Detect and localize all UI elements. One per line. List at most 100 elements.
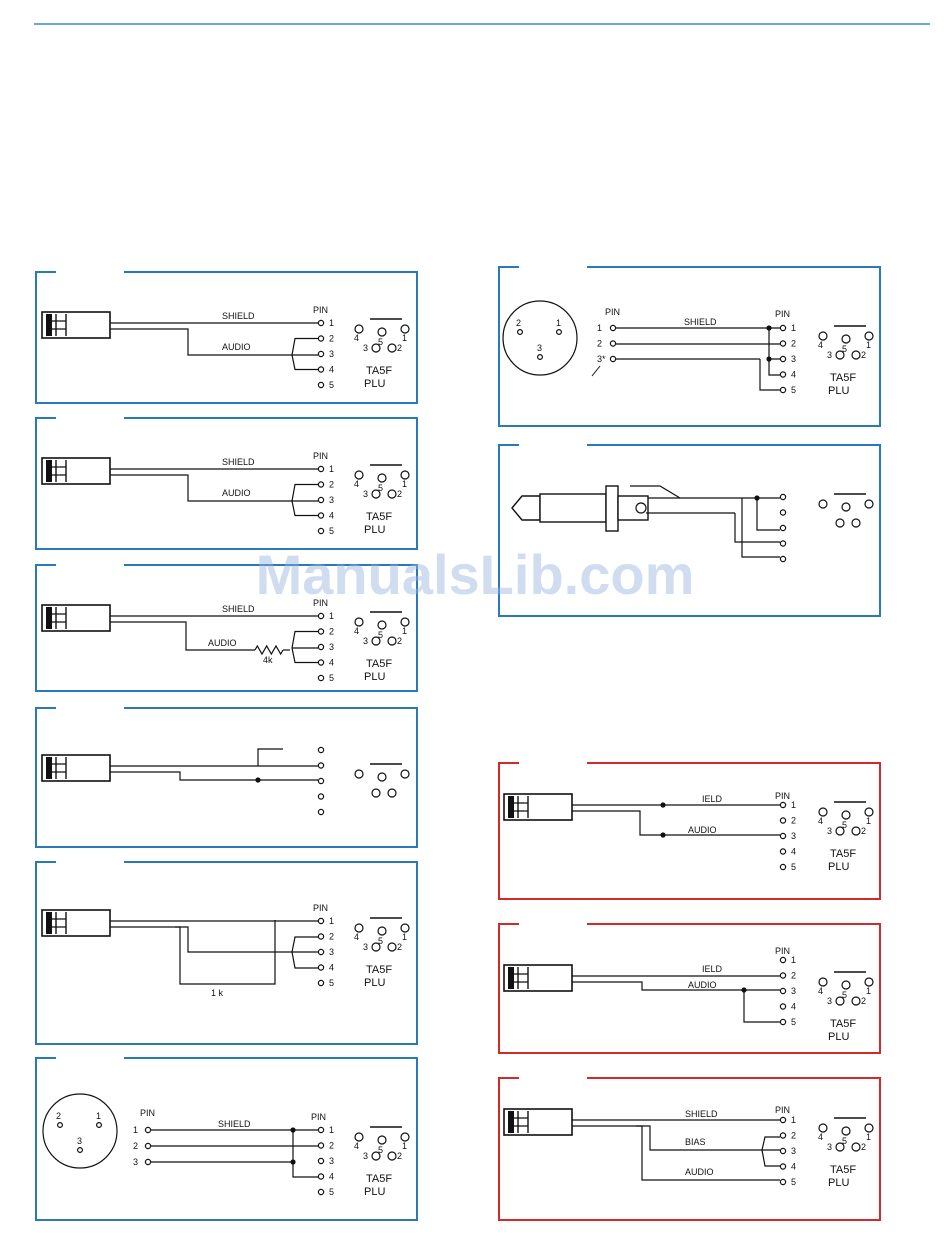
shield-label: SHIELD [222,604,255,614]
socket-pin-2 [387,489,397,499]
plu-label: PLU [364,671,385,683]
plu-label: PLU [364,977,385,989]
pin-header: PIN [775,309,790,319]
pin-number: 4 [791,847,796,857]
junction-dot [290,1127,296,1133]
pin-number: 1 [597,323,602,333]
ta5f-label: TA5F [830,848,856,860]
panel-frame [35,1057,418,1221]
shield-label: SHIELD [218,1119,251,1129]
source-pin-1 [609,324,617,332]
pin-header: PIN [313,903,328,913]
resistor-label: 4k [263,655,273,665]
ta5f-label: TA5F [366,964,392,976]
pin-number: 4 [329,511,334,521]
socket-pin-1 [400,769,410,779]
pin-3 [779,987,787,995]
socket-pin-number: 2 [397,636,402,646]
pin-number: 1 [791,323,796,333]
audio-label: AUDIO [222,488,251,498]
pin-number: 2 [791,971,796,981]
xlr-pin-2 [516,329,523,336]
pin-number: 2 [133,1141,138,1151]
socket-pin-3 [371,1151,381,1161]
panel-frame [498,762,881,900]
wire [768,359,780,376]
pin-5 [779,863,787,871]
socket-pin-3 [835,1142,845,1152]
socket-pin-3 [371,942,381,952]
pin-5 [317,808,325,816]
socket-pin-number: 1 [402,333,407,343]
socket-pin-5 [377,926,387,936]
bridge-wire [291,337,318,356]
pin-number: 2 [791,339,796,349]
pin-2 [779,817,787,824]
socket-pin-number: 4 [818,340,823,350]
pin-1 [779,801,787,809]
source-pin-1 [144,1126,152,1134]
pin-2 [317,1142,325,1149]
audio-label: AUDIO [222,342,251,352]
socket-pin-4 [354,324,364,334]
pin-number: 5 [791,385,796,395]
jack-switch [630,485,681,499]
plug-grip [46,607,52,629]
bridge-wire [291,483,318,502]
socket-pin-3 [835,996,845,1006]
socket-pin-number: 3 [827,1142,832,1152]
audio-wire [175,328,292,356]
pin-5 [317,979,325,987]
jack-nut [605,485,619,532]
socket-pin-number: 5 [842,820,847,830]
pin-number: 3 [329,495,334,505]
pin-2 [779,340,787,347]
shield-label: IELD [702,964,723,974]
pin-2 [779,509,787,516]
pin-number: 3 [791,831,796,841]
bridge-wire [761,1149,780,1167]
socket-pin-number: 5 [378,483,383,493]
pin-4 [779,848,787,855]
pin-2 [779,972,787,979]
pin-header: PIN [775,1105,790,1115]
socket-pin-3 [835,826,845,836]
pin-number: 2 [329,480,334,490]
xlr-pin-number: 2 [56,1111,61,1121]
socket-pin-1 [864,1123,874,1133]
wire [175,920,276,985]
pin-1 [317,465,325,473]
plug-grip [508,967,514,989]
socket-pin-5 [841,502,851,512]
pin-5 [317,1188,325,1196]
source-pin-2 [144,1142,152,1150]
panel-frame [35,417,418,550]
pin-number: 1 [329,464,334,474]
pin-header: PIN [313,598,328,608]
audio-wire [636,1125,780,1181]
pin-number: 3 [791,1146,796,1156]
socket-pin-3 [371,636,381,646]
resistor-label: 1 k [211,988,224,998]
plu-label: PLU [828,1177,849,1189]
socket-pin-1 [400,470,410,480]
socket-pin-4 [354,769,364,779]
plu-label: PLU [364,1186,385,1198]
socket-pin-number: 2 [861,996,866,1006]
pin-number: 3 [329,642,334,652]
socket-pin-number: 5 [378,337,383,347]
socket-pin-2 [387,942,397,952]
panel-frame [498,1077,881,1221]
plug-grip [508,1111,514,1133]
socket-pin-number: 4 [818,1132,823,1142]
wire [734,513,780,543]
watermark: ManualsLib.com [255,543,695,606]
wire [292,1162,318,1178]
socket-pin-1 [400,324,410,334]
pin-1 [317,319,325,327]
plug-body [41,311,111,339]
